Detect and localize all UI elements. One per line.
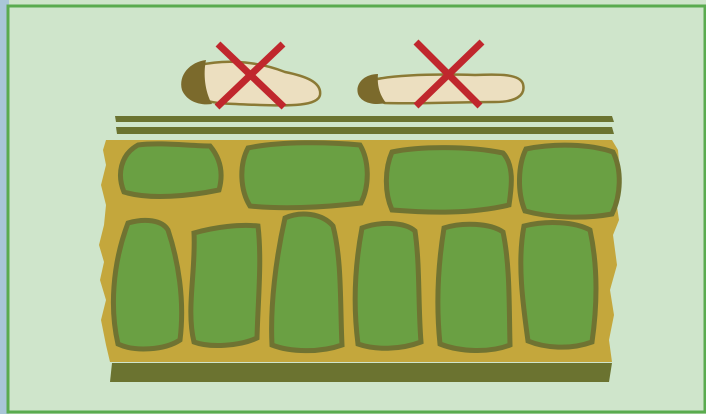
cell-bottom-3 <box>272 214 342 351</box>
cell-bottom-2 <box>191 225 260 345</box>
cell-bottom-1 <box>113 220 181 349</box>
cell-bottom-6 <box>521 223 596 348</box>
cell-top-3 <box>386 148 511 213</box>
bottom-band <box>110 363 612 382</box>
top-band-lower <box>116 127 614 134</box>
cell-top-2 <box>242 143 367 208</box>
cell-top-4 <box>519 145 619 217</box>
cell-bottom-5 <box>438 224 510 350</box>
cell-bottom-4 <box>355 223 421 348</box>
cell-top-1 <box>121 144 222 197</box>
top-band-upper <box>115 116 614 122</box>
